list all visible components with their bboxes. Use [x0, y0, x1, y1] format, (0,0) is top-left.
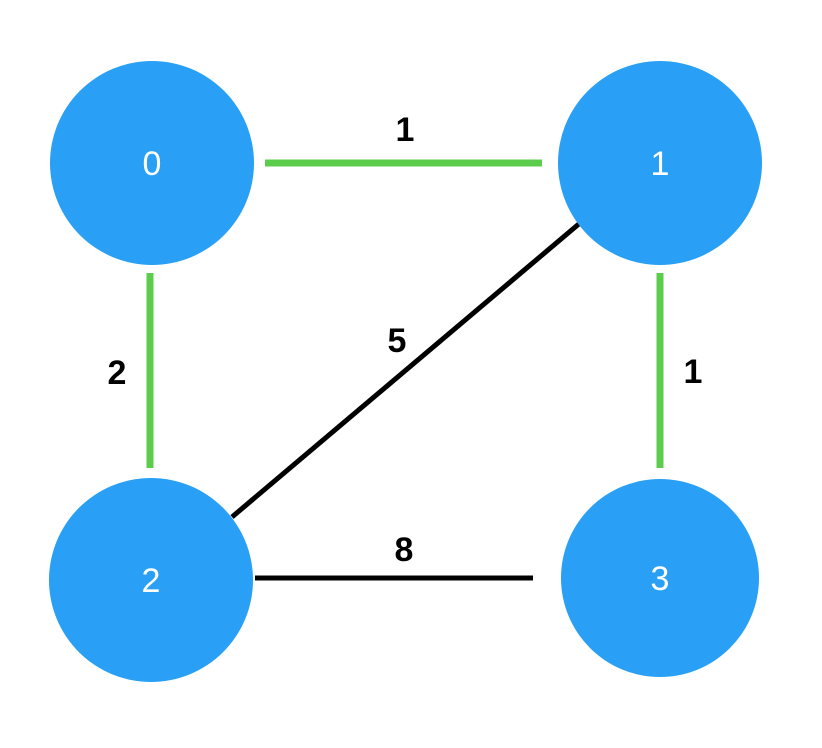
node-circle-1[interactable] [558, 61, 762, 265]
node-layer: 0 1 2 3 [49, 61, 762, 682]
graph-node-0[interactable]: 0 [50, 61, 254, 265]
edge-layer [146, 159, 664, 581]
edge-label-layer: 1 2 1 5 8 [108, 111, 703, 569]
node-label-0: 0 [143, 145, 162, 183]
graph-node-1[interactable]: 1 [558, 61, 762, 265]
edge-weight-label-1-2: 5 [388, 322, 407, 360]
edge-weight-label-1-3: 1 [684, 353, 703, 391]
graph-node-2[interactable]: 2 [49, 478, 253, 682]
edge-weight-label-0-1: 1 [396, 111, 415, 149]
node-label-1: 1 [651, 145, 670, 183]
edge-weight-label-2-3: 8 [395, 531, 414, 569]
node-circle-2[interactable] [49, 478, 253, 682]
node-label-2: 2 [142, 562, 161, 600]
node-circle-3[interactable] [561, 479, 759, 677]
node-circle-0[interactable] [50, 61, 254, 265]
graph-edge-1-2 [230, 221, 582, 519]
node-label-3: 3 [651, 560, 670, 598]
edge-weight-label-0-2: 2 [108, 354, 127, 392]
graph-node-3[interactable]: 3 [561, 479, 759, 677]
